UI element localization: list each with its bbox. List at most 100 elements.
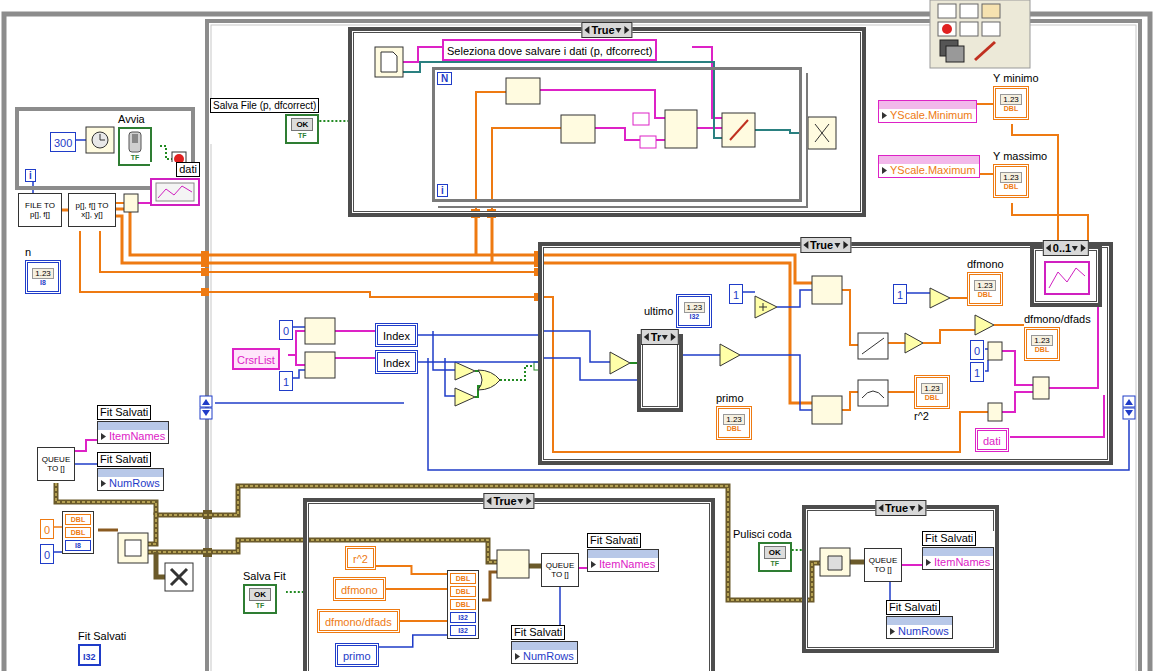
wire bbox=[842, 392, 858, 410]
palette-tool bbox=[982, 4, 1000, 18]
property-body: NumRows bbox=[97, 468, 164, 491]
indicator-label: dfmono bbox=[967, 258, 1004, 271]
wire-connector bbox=[319, 120, 348, 122]
iteration-terminal: i bbox=[437, 184, 448, 197]
selector-arrow bbox=[1071, 243, 1079, 253]
cluster-bundle: DBLDBLI8 bbox=[62, 511, 94, 554]
constant-value: 1 bbox=[733, 289, 739, 301]
selector-arrow bbox=[584, 26, 589, 34]
wire bbox=[98, 529, 118, 532]
display-value: 1.23 bbox=[1031, 335, 1053, 346]
indicator-label: Y minimo bbox=[993, 72, 1039, 85]
property-arrow bbox=[514, 652, 521, 661]
iteration-terminal-box: i bbox=[437, 184, 448, 197]
property-node: YScale.Maximum bbox=[878, 155, 980, 178]
node-label: Fit Salvati bbox=[886, 600, 940, 615]
variable-name: r^2 bbox=[353, 553, 368, 565]
string-constant-icon bbox=[640, 136, 656, 148]
wire bbox=[777, 290, 812, 307]
selector-arrow bbox=[486, 497, 491, 505]
file-dialog-icon bbox=[375, 47, 403, 77]
selector-arrow bbox=[662, 335, 668, 340]
file-dialog-icon bbox=[381, 52, 397, 72]
wire bbox=[292, 326, 305, 328]
node-label: Fit Salvati bbox=[97, 452, 151, 467]
wire bbox=[923, 330, 975, 343]
wire-connector bbox=[418, 361, 538, 363]
selector-arrow bbox=[583, 25, 591, 35]
display-value: 1.23 bbox=[1000, 172, 1022, 183]
wire bbox=[1012, 203, 1088, 241]
node-label: Fit Salvati bbox=[922, 531, 976, 546]
flush-queue-icon bbox=[820, 548, 850, 576]
selector-arrow bbox=[834, 243, 840, 248]
selector-arrow bbox=[671, 333, 676, 341]
build-array-icon bbox=[124, 194, 138, 212]
button-text: OK bbox=[764, 546, 786, 559]
data-type: TF bbox=[298, 132, 307, 140]
function-name: QUEUE TO [] bbox=[40, 455, 72, 473]
numeric-constant: 0 bbox=[40, 544, 54, 564]
function-icon: QUEUE TO [] bbox=[541, 553, 579, 587]
button-body: OKTF bbox=[758, 542, 792, 572]
indicator-label: dfmono/dfads bbox=[1024, 313, 1091, 326]
function-name: FILE TO p[], f[] bbox=[21, 201, 59, 219]
function-icon: QUEUE TO [] bbox=[37, 447, 75, 481]
constant-value: 1 bbox=[974, 367, 980, 379]
numeric-indicator: n1.23I8 bbox=[25, 246, 61, 294]
indicator-label: dati bbox=[176, 162, 200, 177]
function-icon bbox=[86, 47, 1089, 591]
wire bbox=[697, 127, 722, 129]
property-row: NumRows bbox=[887, 625, 952, 638]
selector-arrow bbox=[616, 28, 622, 33]
wire-connector bbox=[980, 173, 993, 175]
wait-icon bbox=[100, 134, 105, 140]
constant-value: 1 bbox=[283, 376, 289, 388]
string-constant: Seleziona dove salvare i dati (p, dfcorr… bbox=[442, 39, 657, 61]
wire bbox=[403, 47, 442, 62]
obtain-queue-icon bbox=[118, 533, 148, 563]
numeric-constant: 0 bbox=[279, 320, 293, 340]
property-arrow bbox=[101, 433, 106, 440]
function-name: QUEUE TO [] bbox=[867, 556, 899, 574]
indicator-body: 1.23I8 bbox=[25, 260, 61, 294]
enqueue-icon bbox=[497, 550, 529, 578]
selector-arrow bbox=[525, 496, 533, 506]
wire bbox=[542, 263, 812, 403]
wire-connector bbox=[376, 566, 447, 574]
data-type: DBL bbox=[1035, 346, 1049, 354]
variable-name: Index bbox=[383, 357, 410, 369]
property-body: ItemNames bbox=[97, 421, 169, 444]
property-header bbox=[588, 550, 658, 558]
property-node: Fit SalvatiNumRows bbox=[97, 452, 164, 491]
control-label: Pulisci coda bbox=[733, 528, 792, 541]
constant-value: 1 bbox=[897, 289, 903, 301]
wire bbox=[994, 324, 1024, 326]
property-header bbox=[879, 156, 979, 164]
element-type: DBL bbox=[65, 514, 91, 525]
loop-frame bbox=[4, 14, 1150, 671]
palette-tool bbox=[938, 4, 956, 18]
wire bbox=[445, 358, 455, 396]
release-queue-icon bbox=[165, 563, 193, 591]
property-arrow bbox=[101, 480, 106, 487]
selector-arrow bbox=[833, 240, 841, 250]
data-type: I32 bbox=[83, 652, 96, 662]
queue-wire bbox=[850, 560, 864, 565]
queue-wire bbox=[148, 540, 497, 562]
element-type: DBL bbox=[450, 586, 476, 597]
wire-connector bbox=[75, 440, 97, 451]
palette-tool bbox=[975, 42, 995, 60]
wire bbox=[33, 47, 1129, 600]
property-arrow bbox=[590, 560, 597, 569]
property-arrow bbox=[882, 167, 887, 174]
selector-arrow bbox=[643, 332, 651, 342]
selector-arrow bbox=[909, 506, 915, 511]
selector-arrow bbox=[1046, 244, 1051, 252]
function-icon: FILE TO p[], f[] bbox=[18, 193, 62, 227]
selector-arrow bbox=[878, 504, 883, 512]
wire bbox=[54, 526, 62, 528]
case-structure: Trueultimo1.23I32Trprimo1.23DBL11dfmono1… bbox=[538, 242, 1113, 465]
selector-arrow bbox=[669, 332, 677, 342]
terminal-label: Fit Salvati bbox=[78, 630, 126, 643]
